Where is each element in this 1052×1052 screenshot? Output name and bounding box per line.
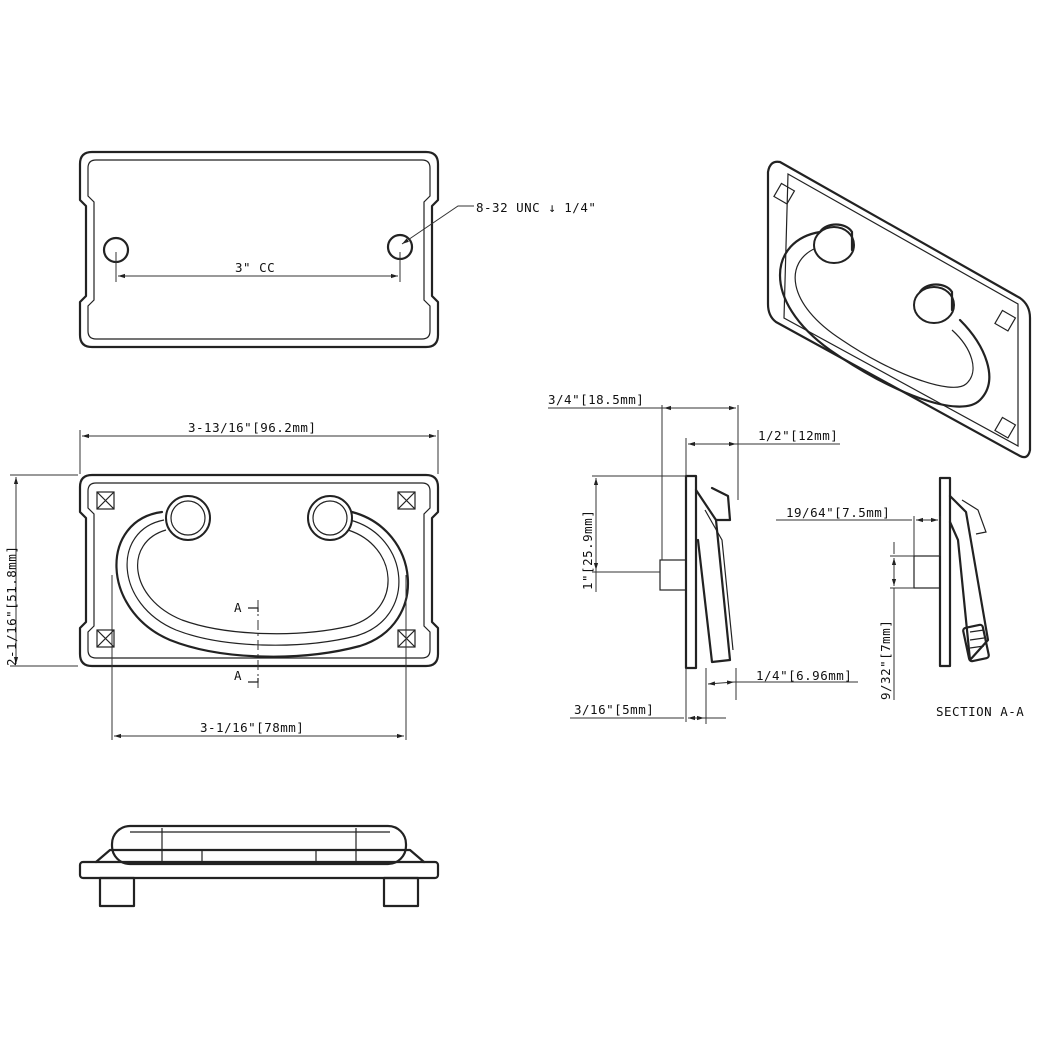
post-left-bottom <box>98 876 136 908</box>
overall-length-label: 3-13/16"[96.2mm] <box>188 420 316 435</box>
bail-outer <box>115 510 409 658</box>
section-mark-top: A <box>234 600 242 615</box>
thread-callout: 8-32 UNC ↓ 1/4" <box>476 200 596 215</box>
section-depth-label: 19/64"[7.5mm] <box>786 505 890 520</box>
section-title: SECTION A-A <box>936 704 1024 719</box>
section-height-label: 9/32"[7mm] <box>878 620 893 700</box>
post-right-bottom <box>382 876 420 908</box>
overall-height-label: 2-1/16"[51.8mm] <box>4 546 19 666</box>
front-view: A A 3-13/16"[96.2mm] 2-1/16"[51.8mm] 3-1… <box>4 420 440 740</box>
plate-side <box>684 474 698 670</box>
section-mark-bottom: A <box>234 668 242 683</box>
bail-thickness-label: 1/4"[6.96mm] <box>756 668 852 683</box>
post-height-label: 1"[25.9mm] <box>580 510 595 590</box>
bail-bottom <box>110 824 408 866</box>
bail-span-label: 3-1/16"[78mm] <box>200 720 304 735</box>
projection-label: 3/4"[18.5mm] <box>548 392 644 407</box>
section-view: 19/64"[7.5mm] 9/32"[7mm] SECTION A-A <box>776 476 1024 719</box>
bail-section <box>962 623 990 663</box>
plate-thickness-label: 3/16"[5mm] <box>574 702 654 717</box>
bottom-view <box>78 824 440 908</box>
post-left <box>165 495 211 541</box>
bail-iso <box>779 230 991 408</box>
isometric-view <box>766 160 1032 459</box>
plate-section <box>938 476 952 668</box>
back-view: 3" CC 8-32 UNC ↓ 1/4" <box>78 150 596 349</box>
cc-spacing-label: 3" CC <box>235 260 275 275</box>
post-right <box>307 495 353 541</box>
bail-width-label: 1/2"[12mm] <box>758 428 838 443</box>
side-view: 3/4"[18.5mm] 1/2"[12mm] 1"[25.9mm] 1/4"[… <box>548 392 858 724</box>
